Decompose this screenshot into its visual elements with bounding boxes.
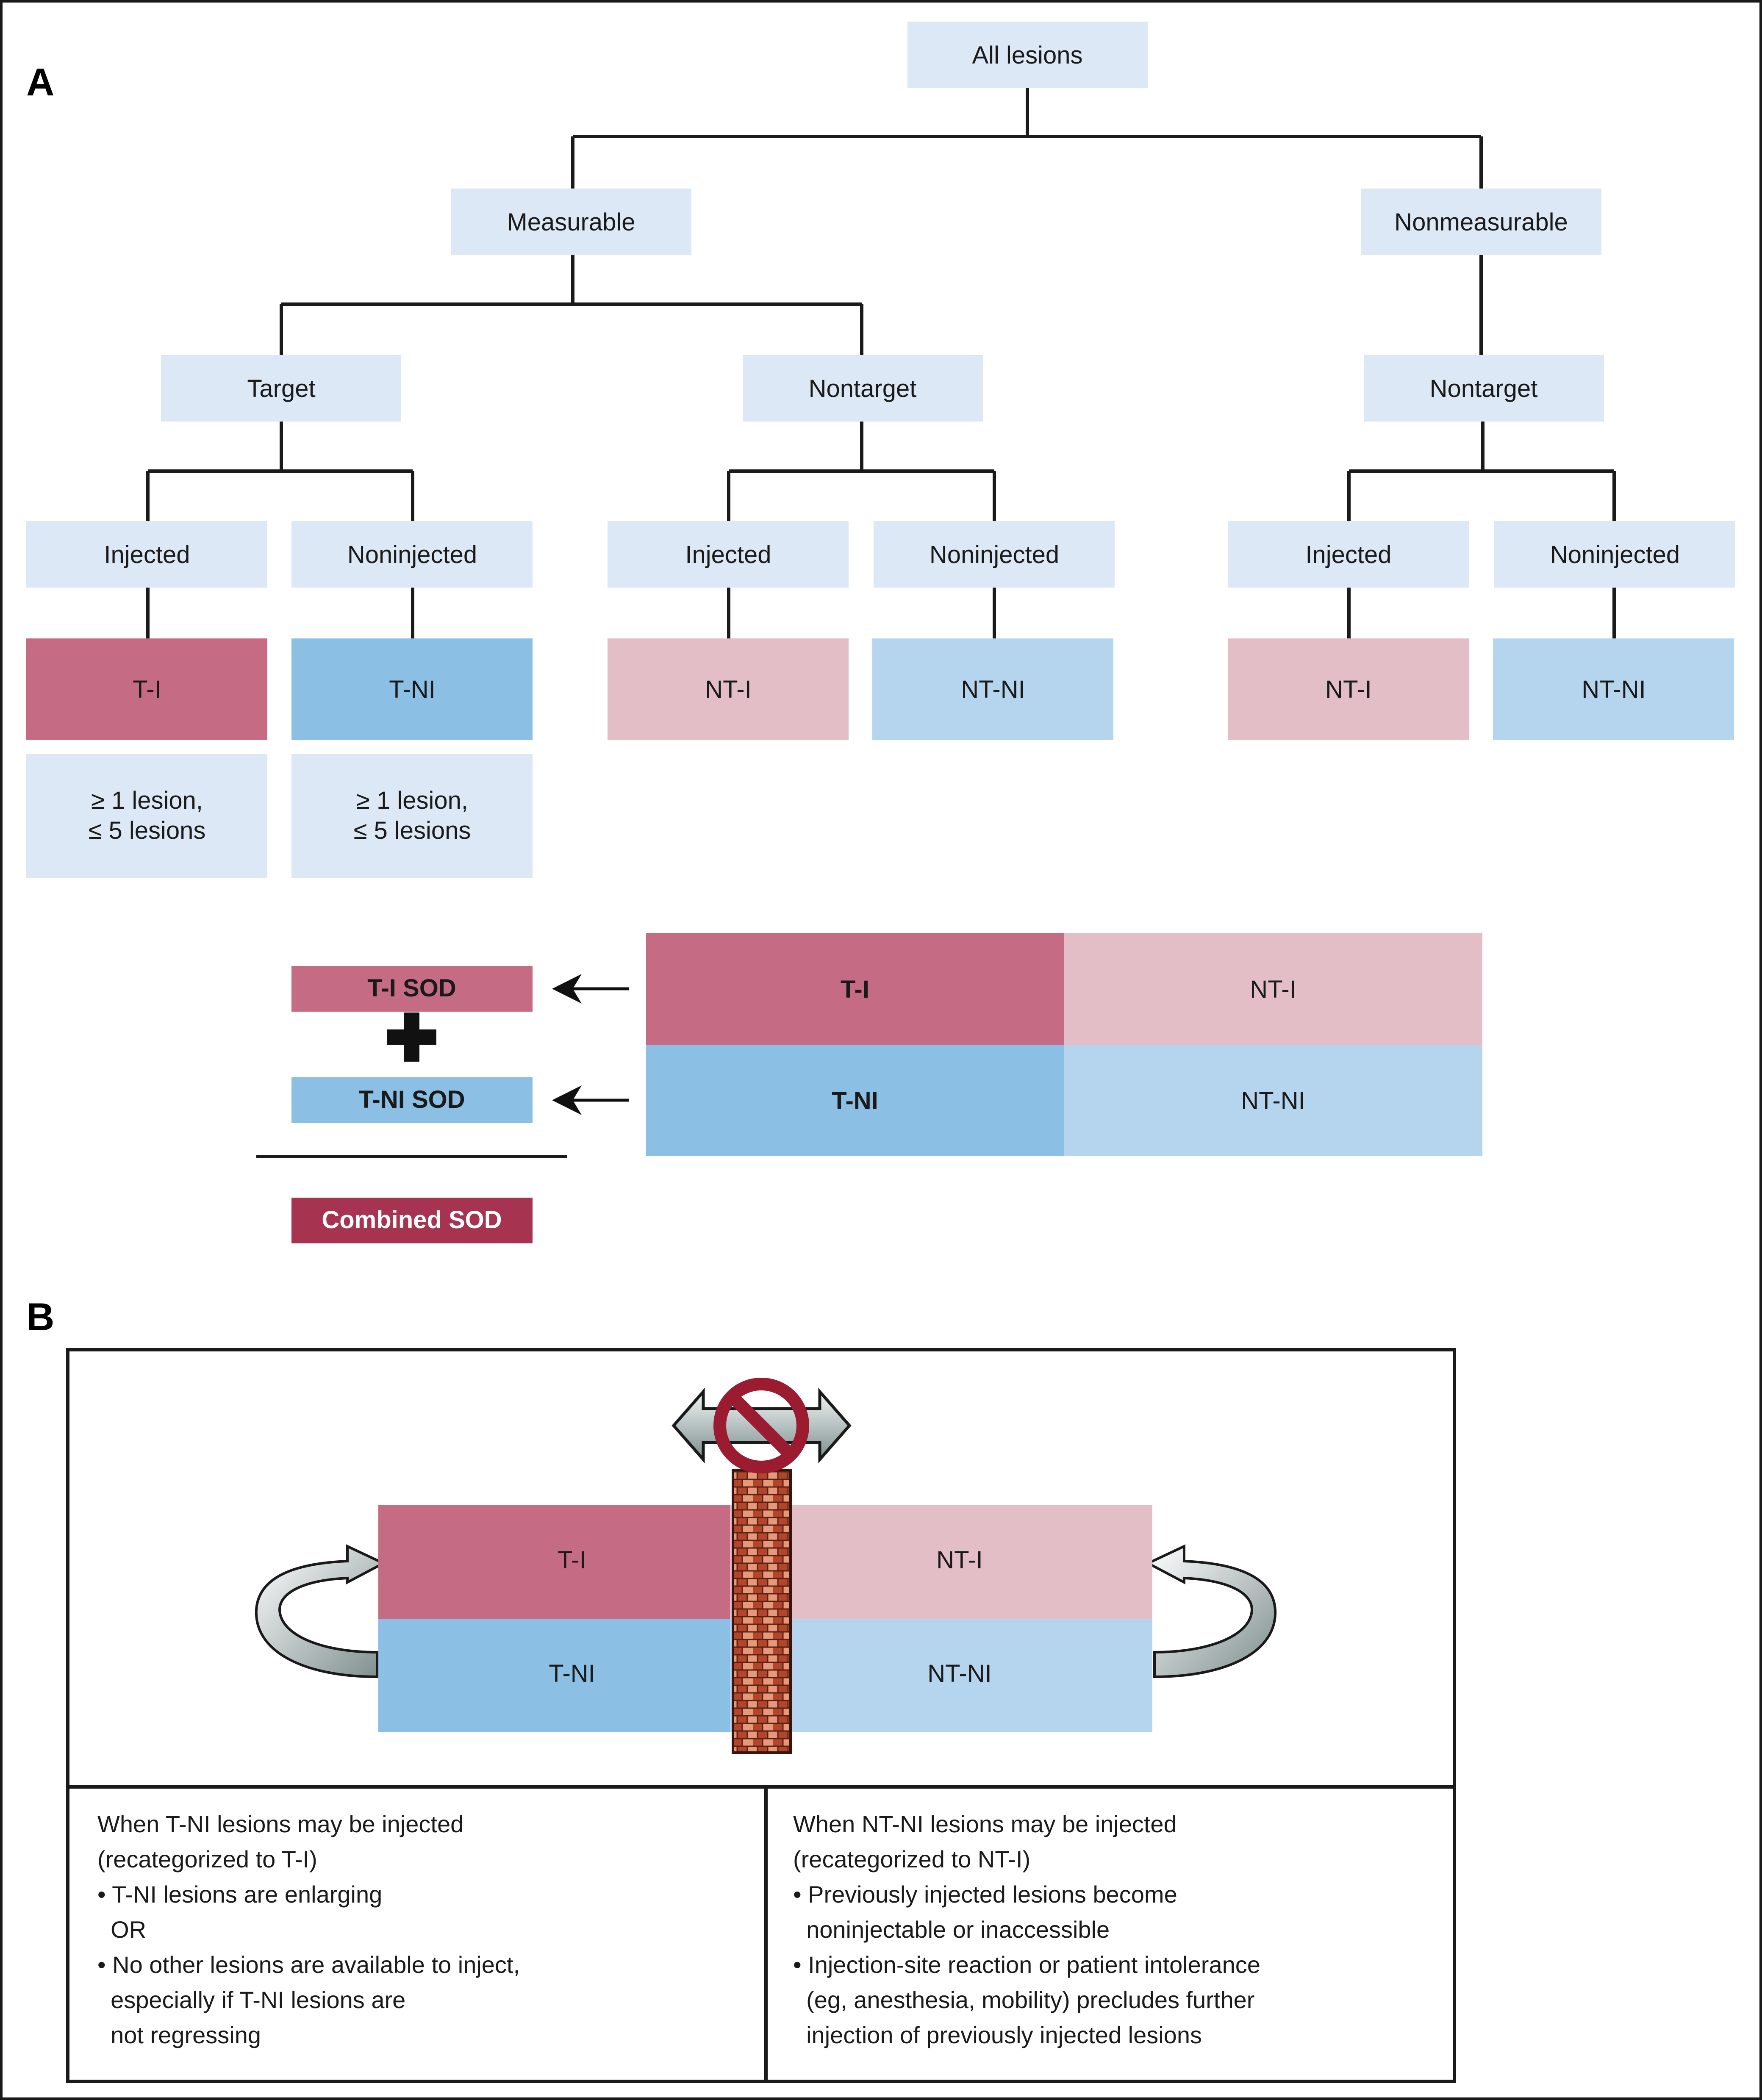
svg-text:T-I: T-I — [841, 976, 869, 1003]
node-nonmeasurable: Nonmeasurable — [1361, 189, 1601, 255]
svg-text:T-NI: T-NI — [549, 1660, 595, 1687]
svg-text:≥ 1 lesion,: ≥ 1 lesion, — [91, 787, 203, 814]
node-nontarget-m-injected: Injected — [608, 521, 849, 588]
svg-text:T-I SOD: T-I SOD — [367, 974, 456, 1002]
svg-text:NT-NI: NT-NI — [927, 1660, 991, 1687]
sod-combined: Combined SOD — [291, 1198, 533, 1243]
svg-text:NT-I: NT-I — [705, 676, 752, 703]
criteria-left-line: not regressing — [97, 2022, 261, 2048]
grid-nt-ni: NT-NI — [730, 1619, 1152, 1732]
node-target-noninjected: Noninjected — [291, 521, 533, 588]
sod-t-i: T-I SOD — [291, 966, 533, 1012]
svg-text:≥ 1 lesion,: ≥ 1 lesion, — [356, 787, 468, 814]
svg-text:T-I: T-I — [558, 1546, 586, 1574]
criteria-right-line: • Injection-site reaction or patient int… — [793, 1951, 1260, 1978]
svg-text:Injected: Injected — [685, 541, 771, 569]
svg-text:Target: Target — [247, 375, 315, 402]
sod-grid-t-ni: T-NI — [646, 1045, 1064, 1156]
node-nontarget-m-noninjected: Noninjected — [874, 521, 1115, 588]
sod-grid: T-I NT-I T-NI NT-NI — [646, 933, 1482, 1156]
criteria-left-line: especially if T-NI lesions are — [97, 1986, 405, 2013]
criteria-right-line: (recategorized to NT-I) — [793, 1846, 1030, 1873]
svg-text:NT-NI: NT-NI — [961, 676, 1025, 703]
category-t-i: T-I — [26, 638, 267, 740]
panel-a-label: A — [26, 61, 54, 104]
svg-text:Nonmeasurable: Nonmeasurable — [1394, 208, 1568, 236]
plus-icon — [387, 1013, 436, 1062]
node-nontarget-nonmeasurable: Nontarget — [1364, 355, 1604, 422]
svg-text:Nontarget: Nontarget — [809, 375, 917, 402]
criteria-left-line: • T-NI lesions are enlarging — [97, 1881, 382, 1908]
svg-text:T-I: T-I — [133, 676, 161, 703]
svg-text:Noninjected: Noninjected — [1550, 541, 1680, 569]
no-sign-icon — [713, 1378, 809, 1473]
sod-grid-nt-ni: NT-NI — [1064, 1045, 1482, 1156]
category-t-ni: T-NI — [291, 638, 533, 740]
node-target-injected: Injected — [26, 521, 267, 588]
svg-text:Nontarget: Nontarget — [1430, 375, 1538, 402]
category-nt-ni-measurable: NT-NI — [872, 638, 1113, 740]
svg-text:Injected: Injected — [104, 541, 190, 569]
criteria-right: When NT-NI lesions may be injected (reca… — [793, 1811, 1260, 2048]
category-nt-i-nonmeasurable: NT-I — [1228, 638, 1469, 740]
node-all-lesions: All lesions — [907, 22, 1148, 88]
criteria-right-line: noninjectable or inaccessible — [793, 1916, 1110, 1943]
criteria-left-line: When T-NI lesions may be injected — [97, 1811, 463, 1837]
svg-text:T-NI SOD: T-NI SOD — [358, 1086, 465, 1113]
svg-text:Combined SOD: Combined SOD — [322, 1206, 502, 1234]
node-nontarget-nm-noninjected: Noninjected — [1494, 521, 1735, 588]
svg-text:NT-NI: NT-NI — [1582, 676, 1645, 703]
criteria-right-line: (eg, anesthesia, mobility) precludes fur… — [793, 1986, 1254, 2013]
criteria-right-line: • Previously injected lesions become — [793, 1881, 1177, 1908]
curved-arrow-right-icon — [1145, 1544, 1277, 1678]
category-nt-ni-nonmeasurable: NT-NI — [1493, 638, 1734, 740]
svg-text:NT-I: NT-I — [1250, 976, 1296, 1003]
tree-connectors — [146, 88, 1616, 638]
criteria-left: When T-NI lesions may be injected (recat… — [97, 1811, 520, 2048]
category-nt-i-measurable: NT-I — [608, 638, 849, 740]
node-nontarget-nm-injected: Injected — [1228, 521, 1469, 588]
criteria-left-line: • No other lesions are available to inje… — [97, 1951, 520, 1978]
svg-text:T-NI: T-NI — [389, 676, 436, 703]
svg-text:≤ 5 lesions: ≤ 5 lesions — [89, 817, 206, 844]
brick-wall-icon — [732, 1469, 792, 1754]
criteria-left-line: (recategorized to T-I) — [97, 1846, 317, 1873]
svg-text:NT-I: NT-I — [936, 1546, 983, 1574]
grid-nt-i: NT-I — [730, 1505, 1152, 1619]
svg-text:Noninjected: Noninjected — [930, 541, 1059, 569]
svg-text:Noninjected: Noninjected — [347, 541, 477, 569]
sod-grid-nt-i: NT-I — [1064, 933, 1482, 1045]
node-target: Target — [161, 355, 401, 422]
criteria-right-line: injection of previously injected lesions — [793, 2022, 1202, 2048]
grid-t-ni: T-NI — [378, 1619, 730, 1732]
svg-text:NT-NI: NT-NI — [1241, 1087, 1305, 1115]
svg-text:≤ 5 lesions: ≤ 5 lesions — [354, 817, 471, 844]
sod-t-ni: T-NI SOD — [291, 1077, 533, 1123]
criteria-left-line: OR — [97, 1916, 146, 1943]
svg-text:T-NI: T-NI — [832, 1087, 878, 1115]
panel-b-label: B — [26, 1296, 54, 1339]
svg-text:NT-I: NT-I — [1325, 676, 1372, 703]
node-measurable: Measurable — [451, 189, 691, 255]
svg-text:Injected: Injected — [1305, 541, 1391, 569]
lesion-limit-t-ni: ≥ 1 lesion, ≤ 5 lesions — [291, 754, 533, 878]
svg-text:Measurable: Measurable — [507, 208, 635, 236]
svg-text:All lesions: All lesions — [972, 42, 1082, 69]
lesion-limit-t-i: ≥ 1 lesion, ≤ 5 lesions — [26, 754, 267, 878]
recategorization-grid: T-I NT-I T-NI NT-NI — [378, 1505, 1152, 1732]
node-nontarget-measurable: Nontarget — [743, 355, 983, 422]
sod-grid-t-i: T-I — [646, 933, 1064, 1045]
grid-t-i: T-I — [378, 1505, 730, 1619]
curved-arrow-left-icon — [255, 1544, 386, 1678]
criteria-right-line: When NT-NI lesions may be injected — [793, 1811, 1177, 1837]
